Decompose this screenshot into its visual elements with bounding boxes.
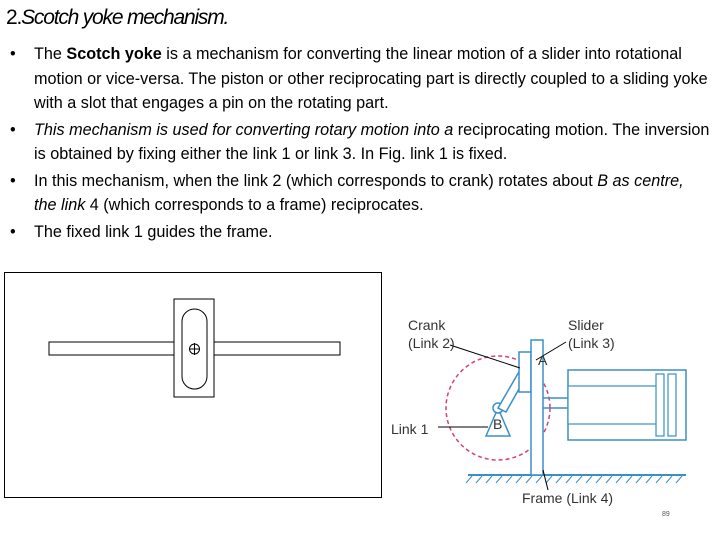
slide-title: 2.Scotch yoke mechanism. bbox=[6, 6, 229, 30]
page-number: 89 bbox=[662, 511, 670, 518]
link1-label: Link 1 bbox=[391, 421, 429, 437]
ground-hatching bbox=[465, 475, 683, 484]
bullet-item: In this mechanism, when the link 2 (whic… bbox=[10, 169, 710, 218]
bullet-item: This mechanism is used for converting ro… bbox=[10, 118, 710, 167]
bullet-text: reciprocating motion. The inversion is o… bbox=[34, 120, 710, 164]
yoke-schematic-svg bbox=[48, 298, 341, 398]
bullet-text: The bbox=[34, 45, 67, 63]
point-b-label: B bbox=[493, 416, 502, 432]
yoke-schematic-figure bbox=[4, 272, 382, 498]
slider-leader bbox=[535, 341, 567, 361]
guide-inner bbox=[567, 385, 659, 425]
slider-sub-label: (Link 3) bbox=[568, 335, 615, 351]
slider-label: Slider bbox=[568, 317, 604, 333]
bullet-italic-text: B as centre, the link bbox=[34, 171, 684, 215]
scotch-yoke-diagram-svg: Crank (Link 2) Slider (Link 3) A B Link … bbox=[391, 317, 687, 506]
bullet-italic-text: This mechanism is used for converting ro… bbox=[34, 120, 454, 139]
slider-block bbox=[518, 351, 532, 393]
crank-sub-label: (Link 2) bbox=[408, 335, 455, 351]
housing-bar-2 bbox=[667, 373, 677, 437]
crank-leader bbox=[449, 344, 521, 369]
housing-bar-1 bbox=[655, 373, 665, 437]
scotch-yoke-diagram: Crank (Link 2) Slider (Link 3) A B Link … bbox=[388, 290, 708, 520]
slide-title-number: 2. bbox=[6, 6, 22, 29]
slide-title-text: Scotch yoke mechanism. bbox=[21, 6, 229, 29]
bullet-text: The fixed link 1 guides the frame. bbox=[34, 222, 273, 241]
bullet-item: The fixed link 1 guides the frame. bbox=[10, 220, 710, 245]
bullet-text: 4 (which corresponds to a frame) recipro… bbox=[85, 196, 424, 214]
bullet-text: is a mechanism for converting the linear… bbox=[34, 45, 708, 112]
frame-leader bbox=[542, 469, 549, 491]
pivot-support bbox=[484, 406, 512, 437]
bullet-bold-term: Scotch yoke bbox=[66, 45, 162, 63]
bullet-list: The Scotch yoke is a mechanism for conve… bbox=[10, 42, 710, 246]
point-a-label: A bbox=[538, 352, 548, 368]
bullet-text: In this mechanism, when the link 2 (whic… bbox=[34, 171, 598, 190]
crank-label: Crank bbox=[408, 317, 446, 333]
bullet-item: The Scotch yoke is a mechanism for conve… bbox=[10, 42, 710, 116]
frame-label: Frame (Link 4) bbox=[522, 490, 613, 506]
